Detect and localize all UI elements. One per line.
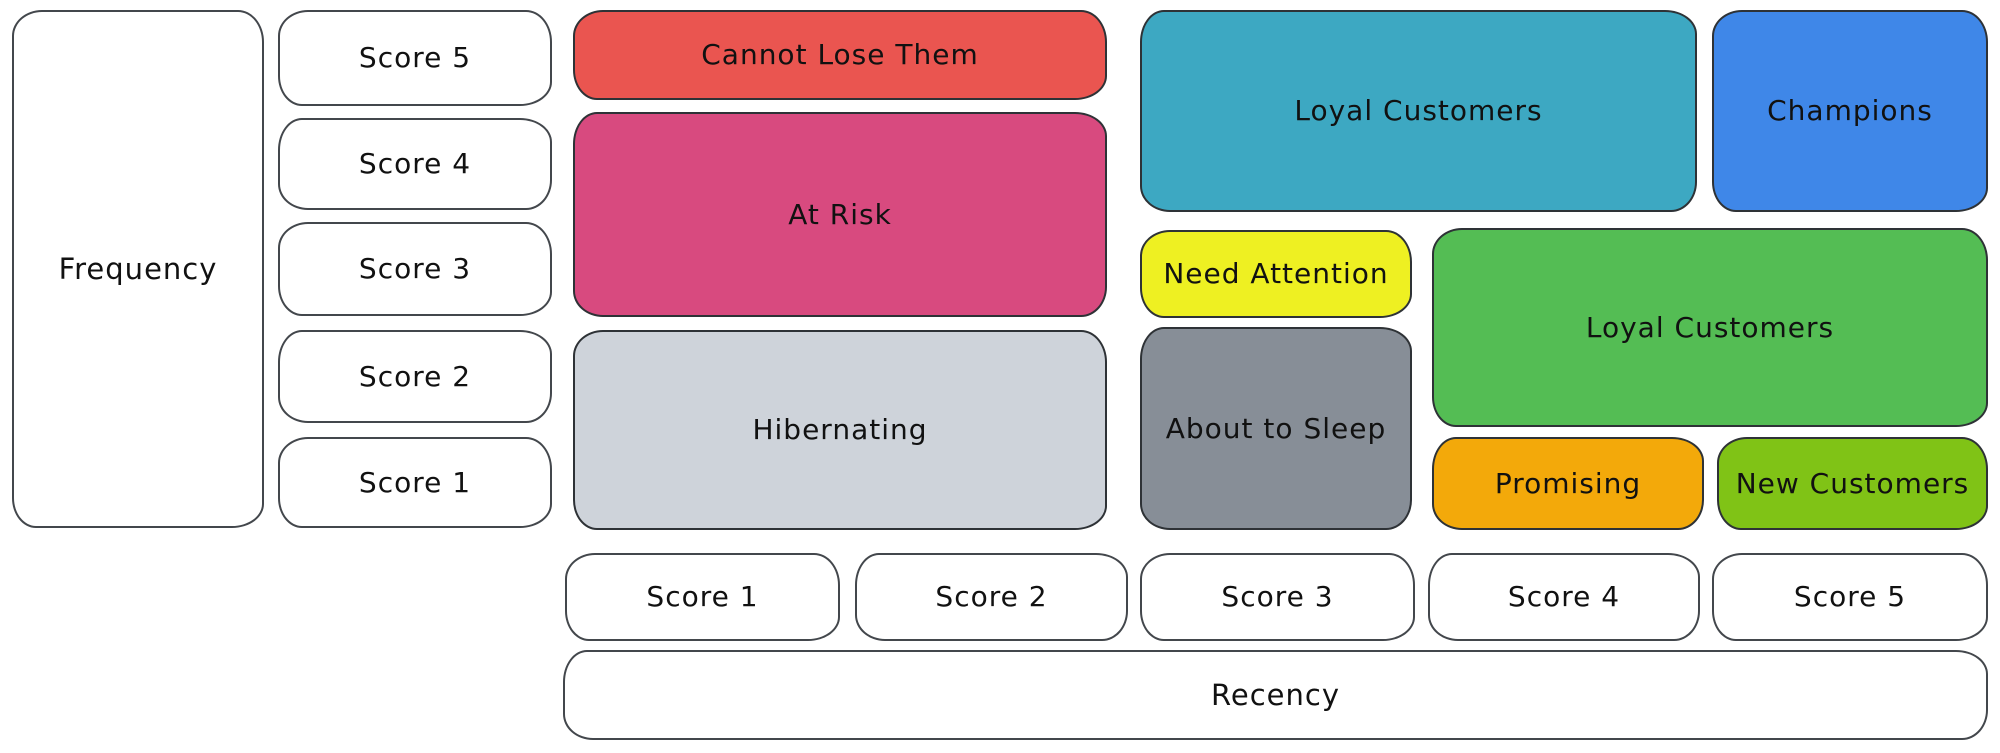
recency-score-4-box: Score 4 bbox=[1428, 553, 1700, 641]
segment-champions: Champions bbox=[1712, 10, 1988, 212]
segment-need-attention-label: Need Attention bbox=[1163, 257, 1389, 291]
frequency-score-5-box: Score 5 bbox=[278, 10, 552, 106]
recency-axis-label: Recency bbox=[1211, 677, 1340, 712]
frequency-score-5-label: Score 5 bbox=[358, 41, 472, 75]
segment-at-risk: At Risk bbox=[573, 112, 1107, 317]
segment-about-to-sleep-label: About to Sleep bbox=[1165, 411, 1387, 445]
frequency-score-2-box: Score 2 bbox=[278, 330, 552, 423]
segment-at-risk-label: At Risk bbox=[788, 197, 892, 231]
frequency-score-2-label: Score 2 bbox=[358, 359, 472, 393]
recency-axis-label-box: Recency bbox=[563, 650, 1988, 740]
frequency-axis-label-box: Frequency bbox=[12, 10, 264, 528]
segment-new-customers-label: New Customers bbox=[1735, 466, 1970, 500]
segment-loyal-customers-green-label: Loyal Customers bbox=[1585, 310, 1835, 344]
recency-score-3-box: Score 3 bbox=[1140, 553, 1415, 641]
segment-new-customers: New Customers bbox=[1717, 437, 1988, 530]
segment-about-to-sleep: About to Sleep bbox=[1140, 327, 1412, 530]
segment-loyal-customers-teal-label: Loyal Customers bbox=[1294, 94, 1543, 128]
segment-need-attention: Need Attention bbox=[1140, 230, 1412, 318]
recency-score-5-label: Score 5 bbox=[1793, 580, 1907, 614]
recency-score-1-label: Score 1 bbox=[646, 580, 759, 614]
frequency-score-1-label: Score 1 bbox=[358, 465, 472, 499]
segment-loyal-customers-teal: Loyal Customers bbox=[1140, 10, 1697, 212]
recency-score-1-box: Score 1 bbox=[565, 553, 840, 641]
recency-score-2-label: Score 2 bbox=[935, 580, 1048, 614]
frequency-score-1-box: Score 1 bbox=[278, 437, 552, 528]
segment-hibernating-label: Hibernating bbox=[752, 413, 928, 447]
frequency-score-3-label: Score 3 bbox=[358, 252, 472, 286]
recency-score-4-label: Score 4 bbox=[1507, 580, 1621, 614]
segment-cannot-lose-them-label: Cannot Lose Them bbox=[701, 38, 979, 72]
segment-promising-label: Promising bbox=[1494, 466, 1642, 500]
frequency-score-4-box: Score 4 bbox=[278, 118, 552, 210]
segment-loyal-customers-green: Loyal Customers bbox=[1432, 228, 1988, 427]
segment-champions-label: Champions bbox=[1767, 94, 1933, 128]
frequency-score-4-label: Score 4 bbox=[358, 147, 472, 181]
segment-promising: Promising bbox=[1432, 437, 1704, 530]
segment-hibernating: Hibernating bbox=[573, 330, 1107, 530]
recency-score-2-box: Score 2 bbox=[855, 553, 1128, 641]
frequency-axis-label: Frequency bbox=[58, 251, 218, 286]
segment-cannot-lose-them: Cannot Lose Them bbox=[573, 10, 1107, 100]
frequency-score-3-box: Score 3 bbox=[278, 222, 552, 316]
recency-score-3-label: Score 3 bbox=[1221, 580, 1334, 614]
recency-score-5-box: Score 5 bbox=[1712, 553, 1988, 641]
